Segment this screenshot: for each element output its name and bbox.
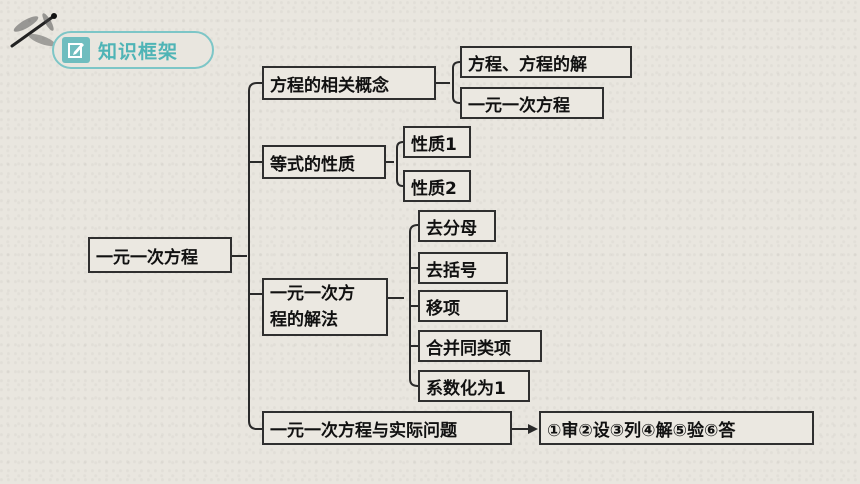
solving-node: 一元一次方 程的解法 — [262, 278, 388, 336]
solving-line-2: 程的解法 — [270, 310, 338, 330]
property-item: 性质1 — [403, 126, 471, 158]
solving-step: 移项 — [418, 290, 508, 322]
concepts-node: 方程的相关概念 — [262, 66, 436, 100]
solving-step: 去括号 — [418, 252, 508, 284]
concept-item: 方程、方程的解 — [460, 46, 632, 78]
application-node: 一元一次方程与实际问题 — [262, 411, 512, 445]
dragonfly-ink-decoration — [10, 13, 57, 48]
section-title: 知识框架 — [98, 40, 179, 63]
property-item: 性质2 — [403, 170, 471, 202]
solving-step: 合并同类项 — [418, 330, 542, 362]
concept-item: 一元一次方程 — [460, 87, 604, 119]
section-badge: 知识框架 — [52, 31, 214, 69]
solving-step: 系数化为1 — [418, 370, 530, 402]
properties-node: 等式的性质 — [262, 145, 386, 179]
root-node: 一元一次方程 — [88, 237, 232, 273]
edit-icon — [62, 37, 90, 63]
solving-line-1: 一元一次方 — [270, 284, 355, 304]
solving-step: 去分母 — [418, 210, 496, 242]
application-steps: ①审②设③列④解⑤验⑥答 — [539, 411, 814, 445]
